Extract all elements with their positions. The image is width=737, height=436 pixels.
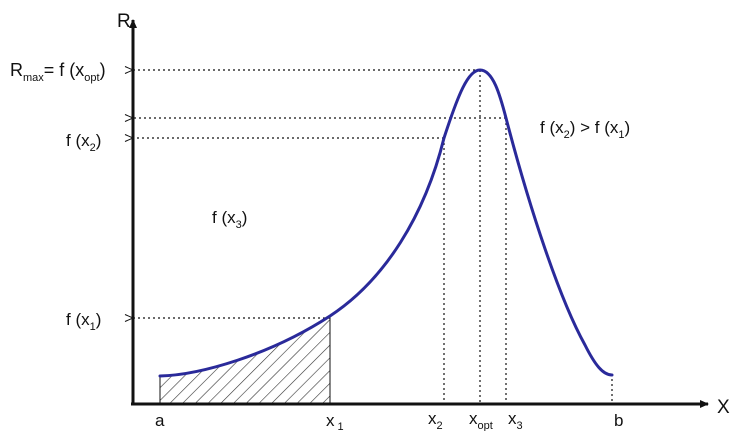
- guide-lines: [133, 70, 613, 404]
- rmax-label: Rmax= f (xopt): [10, 60, 106, 84]
- fx2-label: f (x2): [66, 131, 101, 154]
- x3-label: x3: [508, 409, 523, 431]
- b-label: b: [614, 411, 623, 430]
- fx1-label: f (x1): [66, 310, 101, 333]
- comparison-annotation: f (x2) > f (x1): [540, 118, 630, 141]
- a-label: a: [155, 411, 165, 430]
- objective-curve: [158, 68, 614, 378]
- x2-label: x2: [428, 409, 443, 431]
- y-axis-label: R: [117, 11, 131, 32]
- fx3-annotation: f (x3): [212, 208, 247, 231]
- xopt-label: xopt: [469, 409, 493, 431]
- hatched-region: [159, 316, 331, 405]
- x-axis-label: X: [717, 397, 730, 418]
